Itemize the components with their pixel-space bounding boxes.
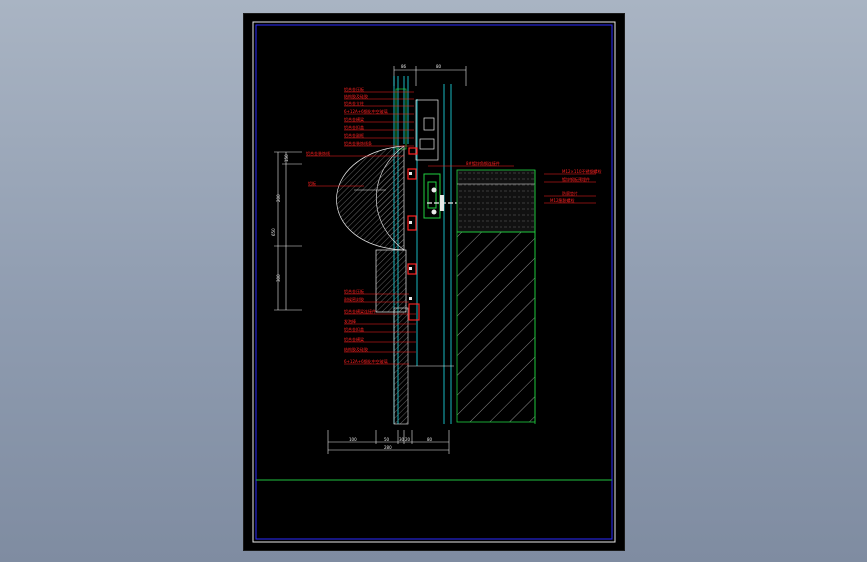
lower-label-4: 发泡棒 [344, 318, 356, 324]
concrete-beam [456, 169, 536, 233]
right-label-2: M12×110不锈钢螺栓 [562, 168, 602, 174]
bdim-3: 30 [399, 437, 405, 442]
concrete-wall [456, 231, 536, 423]
vdim-3: 150 [284, 154, 289, 162]
right-label-1: 8#镀锌角钢连接件 [466, 160, 500, 166]
clip-fixings [409, 172, 412, 300]
left-label-1: 铝合金压板 [344, 86, 364, 92]
transom-cap [419, 138, 435, 150]
cad-drawing-sheet: 86 80 [243, 13, 625, 551]
glazing-clips [407, 147, 418, 275]
right-label-4: 防腐垫片 [562, 190, 578, 196]
outer-frame [252, 21, 616, 543]
lower-transom [408, 303, 420, 321]
lower-label-7: 结构胶及硅胶 [344, 346, 368, 352]
mid-label-1: 铝合金装饰线 [306, 150, 330, 156]
curtain-wall-verticals [393, 76, 452, 424]
right-label-3: 镀锌钢板预埋件 [562, 176, 590, 182]
bdim-5: 80 [427, 437, 433, 442]
upper-glass-panel [395, 88, 407, 150]
lower-glass-panel [393, 307, 409, 425]
vdim-4: 650 [271, 228, 276, 236]
cornice-lower-block [375, 249, 407, 313]
lower-label-1: 铝合金压板 [344, 288, 364, 294]
bdim-4: 20 [405, 437, 411, 442]
cornice-outline [336, 145, 405, 251]
left-label-2: 结构胶及硅胶 [344, 93, 368, 99]
inner-frame [255, 24, 613, 540]
bdim-2: 50 [384, 437, 390, 442]
right-leader-lines [428, 165, 596, 204]
lower-label-2: 耐候密封胶 [344, 296, 364, 302]
lower-label-5: 铝合金扣盖 [344, 326, 364, 332]
left-label-5: 铝合金横梁 [344, 116, 364, 122]
vertical-dimension-chain [274, 151, 302, 311]
upper-transom [415, 99, 439, 161]
right-label-5: M12膨胀螺栓 [550, 197, 575, 203]
bdim-6: 280 [384, 445, 392, 450]
lower-label-8: 6+12A+6钢化中空玻璃 [344, 358, 388, 364]
bdim-1: 100 [349, 437, 357, 442]
left-leader-lines [306, 91, 414, 187]
vdim-1: 200 [276, 194, 281, 202]
vdim-2: 300 [276, 274, 281, 282]
lower-label-6: 铝合金横梁 [344, 336, 364, 342]
left-label-6: 铝合金扣盖 [344, 124, 364, 130]
left-label-3: 铝合金立柱 [344, 100, 364, 106]
lower-label-3: 铝合金横梁连接件 [344, 308, 376, 314]
transom-inner [423, 117, 435, 131]
curtain-wall-section-drawing: 86 80 [252, 21, 616, 543]
lower-leader-lines [344, 293, 416, 365]
left-label-4: 6+12A+6钢化中空玻璃 [344, 108, 388, 114]
top-dim-1: 86 [401, 64, 407, 69]
bottom-dimension-chain [327, 430, 450, 454]
top-dimension [393, 66, 467, 86]
left-label-8: 铝合金装饰线条 [344, 140, 372, 146]
mid-label-2: 铝板 [308, 180, 316, 186]
top-dim-2: 80 [436, 64, 442, 69]
left-label-7: 铝合金副框 [344, 132, 364, 138]
